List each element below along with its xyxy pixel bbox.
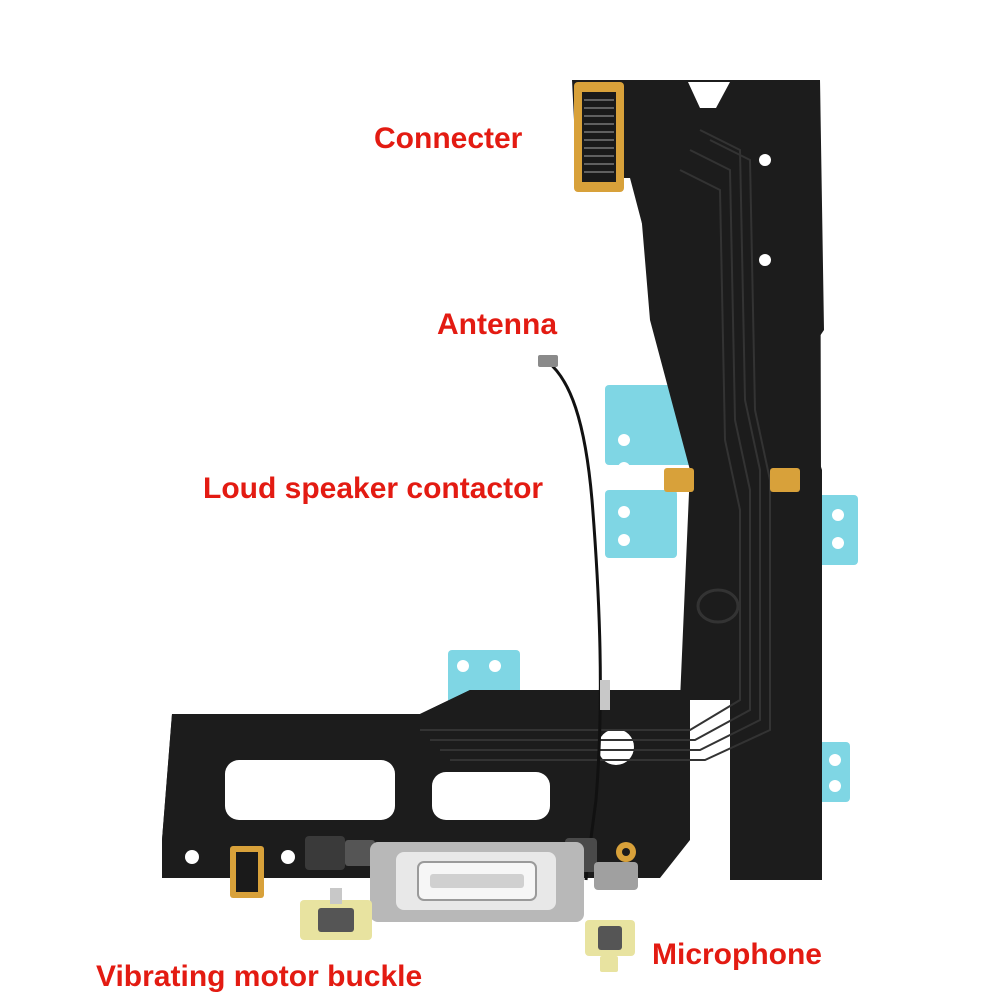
small-flex-connector-icon: [230, 846, 264, 898]
charging-port-icon: [370, 842, 584, 922]
label-connecter: Connecter: [374, 122, 523, 155]
label-loud-speaker-contactor: Loud speaker contactor: [203, 472, 544, 505]
label-microphone: Microphone: [652, 938, 822, 971]
vibrating-motor-buckle-icon: [300, 888, 372, 940]
antenna-cable-icon: [538, 355, 610, 881]
microphone-icon: [585, 920, 635, 972]
label-antenna: Antenna: [437, 308, 557, 341]
flex-cable-body: [162, 80, 824, 880]
component-row: [305, 836, 638, 890]
board-connector-icon: [574, 82, 624, 192]
label-vibrating-motor-buckle: Vibrating motor buckle: [96, 960, 423, 993]
flex-logo-mark: [696, 588, 740, 624]
adhesive-tab-mid-left: [605, 490, 677, 558]
speaker-contact-pad-icon: [664, 468, 800, 492]
